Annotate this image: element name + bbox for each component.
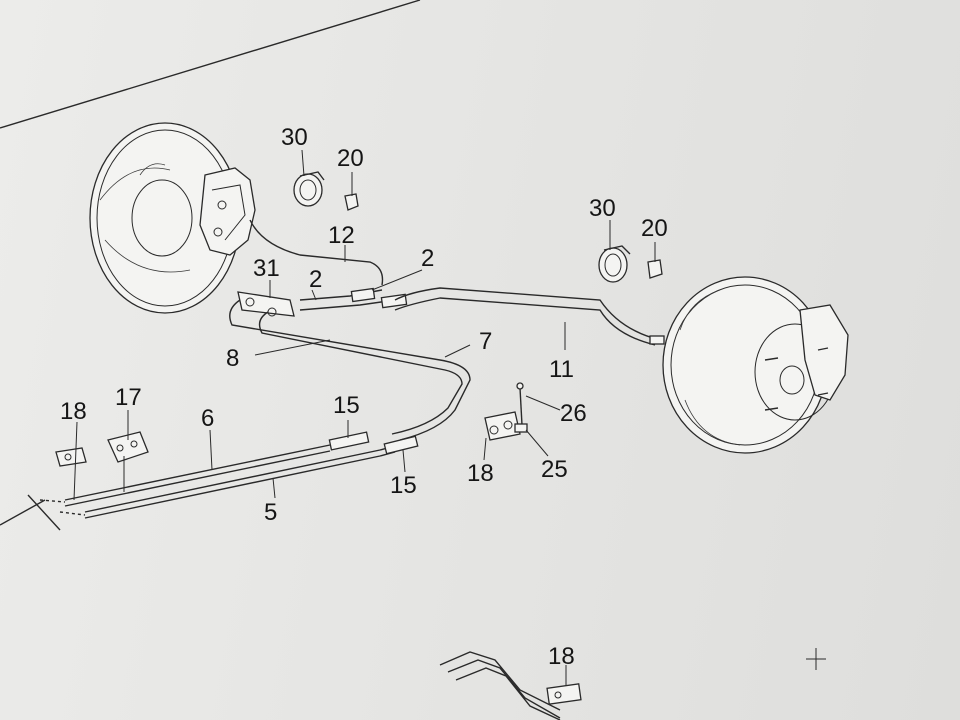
sheet-cut-line xyxy=(0,499,46,526)
callout-18-left: 18 xyxy=(60,398,87,425)
callout-30-left: 30 xyxy=(281,124,308,151)
callout-7: 7 xyxy=(479,328,492,355)
retaining-clip-right xyxy=(647,259,663,279)
sheet-edge-line xyxy=(0,0,421,129)
callout-2-upper: 2 xyxy=(421,245,434,272)
brake-hose-2-lower xyxy=(299,299,396,311)
retaining-clip-left xyxy=(344,193,359,211)
callout-2-lower: 2 xyxy=(309,266,322,293)
break-mark xyxy=(27,494,61,531)
line-holder-17 xyxy=(107,431,149,463)
callout-20-left: 20 xyxy=(337,145,364,172)
callout-20-right: 20 xyxy=(641,215,668,242)
brake-line-8 xyxy=(229,299,471,441)
right-brake-disc-assembly xyxy=(662,276,849,454)
left-brake-caliper xyxy=(199,167,256,256)
crosshair-mark xyxy=(806,648,826,670)
callout-8: 8 xyxy=(226,345,239,372)
callout-15-upper: 15 xyxy=(333,392,360,419)
callout-26: 26 xyxy=(560,400,587,427)
line-holder-18-mid xyxy=(484,411,521,441)
callout-18-bottom: 18 xyxy=(548,643,575,670)
brake-line-11 xyxy=(394,287,661,341)
callout-leader-lines xyxy=(73,149,656,686)
line-union-15-upper xyxy=(328,431,370,451)
left-brake-disc-assembly xyxy=(89,122,256,314)
callout-17: 17 xyxy=(115,384,142,411)
brake-line-7 xyxy=(258,311,463,435)
bolt-26 xyxy=(519,387,523,426)
callout-12: 12 xyxy=(328,222,355,249)
callout-15-lower: 15 xyxy=(390,472,417,499)
callout-6: 6 xyxy=(201,405,214,432)
hose-clamp-right xyxy=(598,245,631,283)
callout-31: 31 xyxy=(253,255,280,282)
callout-30-right: 30 xyxy=(589,195,616,222)
callout-5: 5 xyxy=(264,499,277,526)
brake-line-6 xyxy=(64,444,331,501)
partial-drawing-bottom xyxy=(439,651,582,720)
distribution-piece-31 xyxy=(237,291,295,317)
right-brake-disc xyxy=(662,276,828,454)
line-holder-18-left xyxy=(55,447,87,467)
right-brake-caliper xyxy=(799,304,849,401)
callout-11: 11 xyxy=(549,356,574,383)
nut-25 xyxy=(514,423,528,433)
hose-clamp-left xyxy=(293,171,325,207)
callout-18-mid: 18 xyxy=(467,460,494,487)
brake-line-12 xyxy=(249,219,384,286)
callout-25: 25 xyxy=(541,456,568,483)
line-union-15-lower xyxy=(383,435,419,455)
